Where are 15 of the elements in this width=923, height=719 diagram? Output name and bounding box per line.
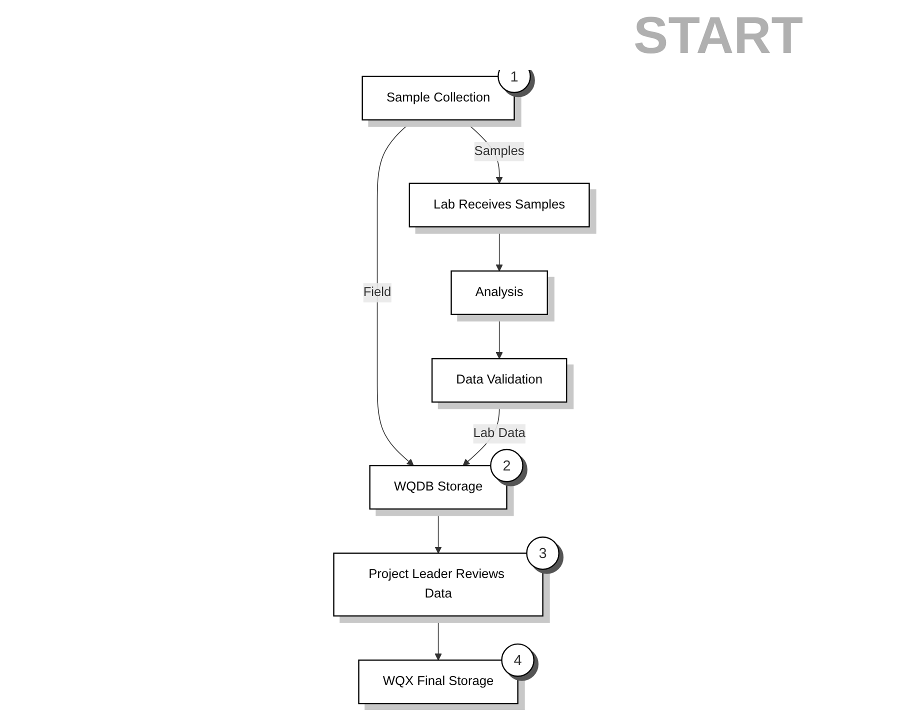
number-circle: 2	[490, 448, 524, 482]
number-circle: 3	[526, 536, 560, 570]
node-box: Analysis	[450, 270, 548, 316]
arrow	[496, 226, 503, 272]
node-box: Data Validation	[431, 358, 568, 403]
arrow	[376, 119, 414, 466]
start-heading: START	[634, 6, 803, 66]
node-box: Lab Receives Samples	[408, 182, 590, 228]
edge-label: Lab Data	[473, 426, 526, 440]
number-circle: 4	[501, 643, 534, 677]
edge-label: Samples	[474, 144, 524, 158]
edge-label: Field	[363, 285, 392, 300]
arrow	[496, 314, 503, 359]
arrow	[434, 508, 442, 554]
arrow	[434, 616, 442, 660]
